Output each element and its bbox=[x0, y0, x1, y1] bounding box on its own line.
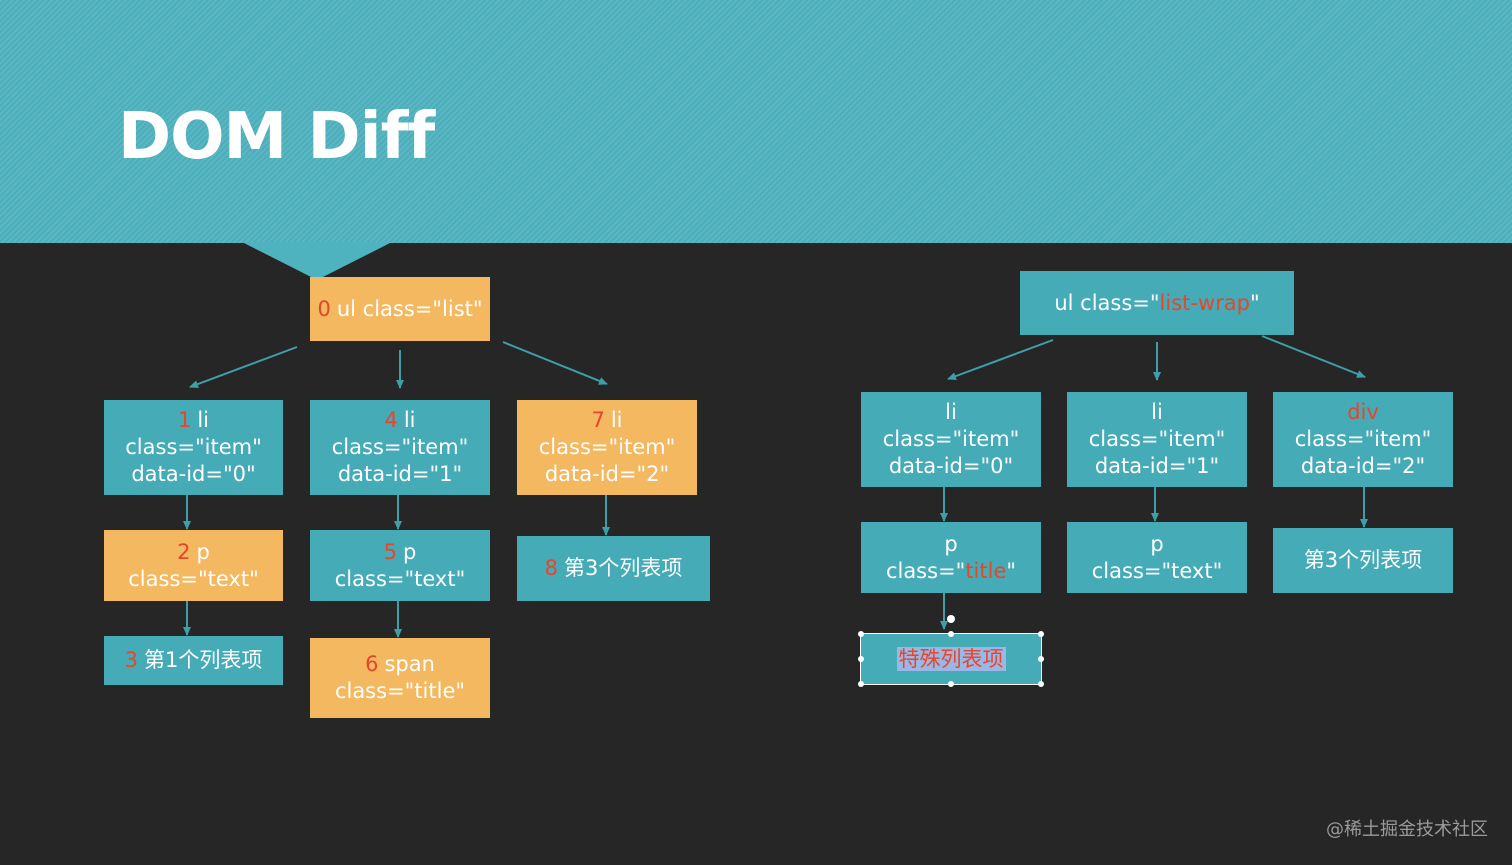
node-index: 0 bbox=[317, 296, 331, 321]
node-label: ul class="list" bbox=[336, 296, 483, 321]
node-tag: div bbox=[1347, 400, 1379, 424]
node-tag: p bbox=[196, 539, 210, 564]
resize-handle-mr[interactable] bbox=[1038, 656, 1044, 662]
node-text: 第1个列表项 bbox=[144, 648, 263, 672]
right-node-li-1: li class="item" data-id="1" bbox=[1067, 392, 1247, 487]
node-data-id: data-id="2" bbox=[1300, 454, 1426, 478]
edge-right-root-div2 bbox=[1261, 335, 1366, 378]
right-node-root-ul: ul class="list-wrap" bbox=[1020, 271, 1294, 335]
node-tag: li bbox=[197, 408, 210, 432]
edge-right-root-li0 bbox=[947, 339, 1054, 380]
node-text: 第3个列表项 bbox=[1303, 548, 1423, 572]
node-data-id: data-id="2" bbox=[544, 462, 670, 486]
node-class-suffix: " bbox=[1006, 558, 1017, 583]
resize-handle-bl[interactable] bbox=[858, 681, 864, 687]
node-label-prefix: ul class=" bbox=[1054, 290, 1160, 315]
node-data-id: data-id="0" bbox=[131, 462, 256, 486]
header-notch bbox=[242, 242, 392, 280]
node-class-prefix: class=" bbox=[885, 558, 966, 583]
node-tag: p bbox=[403, 539, 417, 564]
resize-handle-tm[interactable] bbox=[948, 631, 954, 637]
edge-left-root-li0 bbox=[189, 346, 298, 388]
node-tag: li bbox=[945, 400, 957, 424]
node-index: 1 bbox=[177, 408, 192, 432]
node-tag: li bbox=[403, 408, 416, 432]
right-node-text-0-selected[interactable]: 特殊列表项 bbox=[860, 633, 1042, 685]
resize-handle-br[interactable] bbox=[1038, 681, 1044, 687]
right-node-p-0: p class="title" bbox=[861, 522, 1041, 593]
node-class: class="item" bbox=[125, 435, 262, 459]
node-class: class="title" bbox=[334, 679, 466, 703]
node-tag: li bbox=[1151, 400, 1163, 424]
node-class: class="item" bbox=[1088, 427, 1226, 451]
resize-handle-ml[interactable] bbox=[858, 656, 864, 662]
node-label-value: list-wrap bbox=[1159, 290, 1250, 315]
node-data-id: data-id="1" bbox=[1094, 454, 1220, 478]
slide-title: DOM Diff bbox=[118, 100, 435, 174]
node-class: class="text" bbox=[128, 566, 259, 591]
node-index: 4 bbox=[384, 408, 398, 432]
resize-handle-tl[interactable] bbox=[858, 631, 864, 637]
edge-left-root-li2 bbox=[502, 341, 608, 385]
node-class: class="item" bbox=[331, 435, 469, 459]
node-index: 5 bbox=[383, 539, 398, 564]
node-text: 第3个列表项 bbox=[564, 556, 683, 580]
node-index: 6 bbox=[365, 652, 379, 676]
node-tag: p bbox=[1150, 531, 1164, 556]
rotate-handle[interactable] bbox=[947, 615, 955, 623]
node-label-suffix: " bbox=[1249, 290, 1260, 315]
node-data-id: data-id="0" bbox=[888, 454, 1014, 478]
node-index: 8 bbox=[544, 556, 558, 580]
node-index: 2 bbox=[177, 539, 191, 564]
right-node-div-2: div class="item" data-id="2" bbox=[1273, 392, 1453, 487]
node-data-id: data-id="1" bbox=[337, 462, 463, 486]
node-class: class="text" bbox=[334, 566, 466, 591]
right-node-text-2: 第3个列表项 bbox=[1273, 528, 1453, 593]
right-node-li-0: li class="item" data-id="0" bbox=[861, 392, 1041, 487]
resize-handle-tr[interactable] bbox=[1038, 631, 1044, 637]
resize-handle-bm[interactable] bbox=[948, 681, 954, 687]
right-node-p-1: p class="text" bbox=[1067, 522, 1247, 593]
node-class: class="item" bbox=[1294, 427, 1432, 451]
node-class-value: title bbox=[965, 558, 1007, 583]
node-tag: span bbox=[384, 652, 435, 676]
node-class: class="item" bbox=[882, 427, 1020, 451]
node-tag: li bbox=[610, 408, 623, 432]
slide-header-band bbox=[0, 0, 1512, 243]
node-class: class="item" bbox=[538, 435, 676, 459]
watermark: @稀土掘金技术社区 bbox=[1326, 819, 1488, 840]
node-index: 7 bbox=[591, 408, 605, 432]
node-text[interactable]: 特殊列表项 bbox=[896, 646, 1006, 671]
node-tag: p bbox=[944, 531, 958, 556]
node-class: class="text" bbox=[1091, 558, 1223, 583]
node-index: 3 bbox=[124, 648, 138, 672]
